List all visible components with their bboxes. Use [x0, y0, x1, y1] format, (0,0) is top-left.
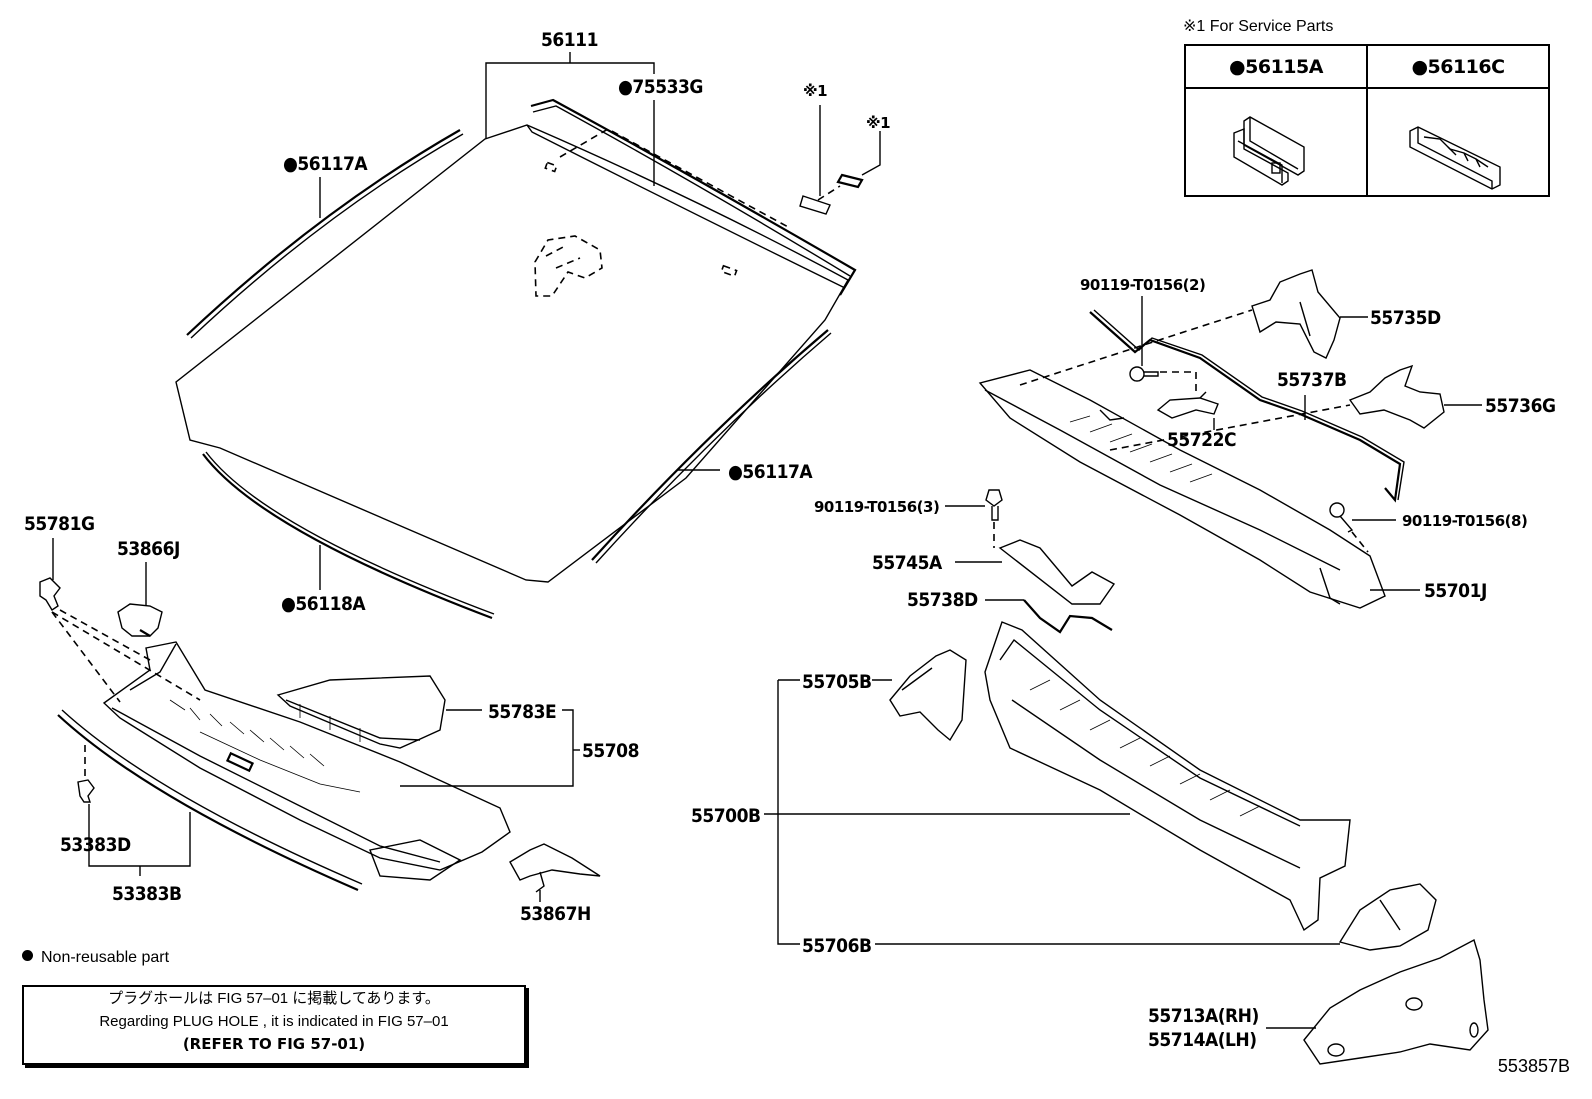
cover-55735d[interactable] [1251, 269, 1341, 359]
bracket-55705b[interactable] [889, 649, 967, 742]
label-service-1a[interactable]: ※1 [803, 82, 828, 100]
label-53867h[interactable]: 53867H [520, 903, 591, 925]
label-55701j[interactable]: 55701J [1424, 580, 1487, 602]
clip-53866j[interactable] [117, 603, 163, 637]
note-english: Regarding PLUG HOLE , it is indicated in… [99, 1013, 449, 1030]
label-55708[interactable]: 55708 [582, 740, 639, 762]
service-part-number[interactable]: ●56115A [1184, 44, 1368, 89]
legend: Non-reusable part [22, 949, 169, 967]
windshield-glass[interactable] [175, 124, 849, 583]
cowl-end-piece-53867h[interactable] [509, 843, 601, 893]
note-japanese: プラグホールは FIG 57–01 に掲載してあります。 [108, 990, 440, 1007]
cowl-side-seal[interactable] [57, 709, 363, 892]
service-parts-title: ※1 For Service Parts [1183, 18, 1334, 35]
label-55706b[interactable]: 55706B [802, 935, 872, 957]
label-55714a-lh[interactable]: 55714A(LH) [1148, 1029, 1257, 1051]
bolt-90119-8[interactable] [1329, 502, 1354, 533]
upper-moulding[interactable] [530, 98, 857, 296]
service-part-number[interactable]: ●56116C [1366, 44, 1550, 89]
service-clip-b[interactable] [836, 173, 864, 189]
bracket-55745a[interactable] [998, 539, 1116, 605]
label-90119-t0156-8[interactable]: 90119-T0156(8) [1402, 512, 1528, 530]
clip-53383d[interactable] [77, 779, 95, 803]
label-56118a[interactable]: ●56118A [281, 593, 367, 615]
side-panel-55713a[interactable] [1303, 938, 1489, 1065]
label-55738d[interactable]: 55738D [907, 589, 978, 611]
cowl-seal-panel[interactable] [276, 675, 446, 749]
label-55781g[interactable]: 55781G [24, 513, 95, 535]
label-55722c[interactable]: 55722C [1167, 429, 1237, 451]
label-55745a[interactable]: 55745A [872, 552, 943, 574]
label-55737b[interactable]: 55737B [1277, 369, 1347, 391]
label-55713a-rh[interactable]: 55713A(RH) [1148, 1005, 1259, 1027]
cover-55736g[interactable] [1348, 364, 1445, 429]
bolt-90119-3[interactable] [985, 489, 1003, 521]
cowl-top-ventilator-louver[interactable] [102, 641, 511, 881]
label-53383b[interactable]: 53383B [112, 883, 182, 905]
legend-text: Non-reusable part [41, 949, 170, 966]
cowl-panel-inner-55701j[interactable] [978, 369, 1386, 609]
label-55735d[interactable]: 55735D [1370, 307, 1441, 329]
label-55783e[interactable]: 55783E [488, 701, 557, 723]
label-53383d[interactable]: 53383D [60, 834, 131, 856]
plug-hole-note: プラグホールは FIG 57–01 に掲載してあります。 Regarding P… [22, 985, 526, 1065]
brace-55738D[interactable] [1023, 599, 1113, 634]
label-56117a-right[interactable]: ●56117A [728, 461, 814, 483]
label-90119-t0156-3[interactable]: 90119-T0156(3) [814, 498, 940, 516]
label-service-1b[interactable]: ※1 [866, 114, 891, 132]
non-reusable-dot-icon [22, 950, 33, 961]
wire-harness-55737b[interactable] [1089, 309, 1405, 503]
service-parts-table: ●56115A ●56116C [1184, 44, 1550, 197]
side-moulding-left[interactable] [186, 129, 464, 339]
label-53866j[interactable]: 53866J [117, 538, 180, 560]
label-75533g[interactable]: ●75533G [618, 76, 703, 98]
mounting-strip-icon [1409, 126, 1501, 190]
note-reference[interactable]: (REFER TO FIG 57-01) [182, 1035, 366, 1053]
bracket-55722c[interactable] [1156, 391, 1219, 419]
label-55736g[interactable]: 55736G [1485, 395, 1556, 417]
service-part-image [1366, 87, 1550, 197]
figure-id: 553857B [1497, 1056, 1570, 1076]
label-55700b[interactable]: 55700B [691, 805, 761, 827]
bracket-55706b[interactable] [1338, 883, 1437, 951]
label-56111[interactable]: 56111 [541, 29, 598, 51]
clip-icon [1233, 116, 1305, 186]
cowl-panel-55700b[interactable] [984, 621, 1351, 932]
service-clip-a[interactable] [799, 195, 831, 215]
clip-55781g[interactable] [39, 577, 61, 611]
label-56117a-left[interactable]: ●56117A [283, 153, 369, 175]
side-moulding-right[interactable] [591, 329, 832, 564]
service-part-image [1184, 87, 1368, 197]
label-55705b[interactable]: 55705B [802, 671, 872, 693]
bolt-90119-2[interactable] [1129, 366, 1159, 382]
label-90119-t0156-2[interactable]: 90119-T0156(2) [1080, 276, 1206, 294]
lower-moulding[interactable] [202, 451, 495, 620]
